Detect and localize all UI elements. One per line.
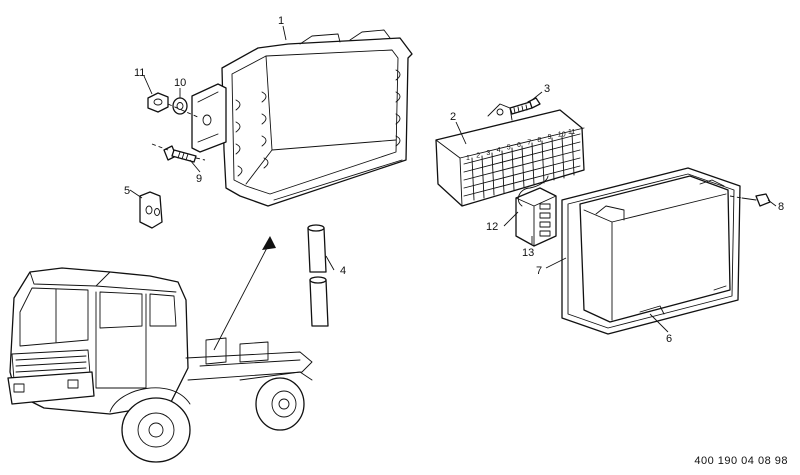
connector-pin-number: 3 xyxy=(486,150,490,157)
callout-3: 3 xyxy=(544,83,550,95)
screw-right xyxy=(741,193,771,207)
module-wire xyxy=(517,175,549,207)
leader-lines xyxy=(129,25,777,333)
assembly-line-screw-right xyxy=(729,195,743,199)
gasket xyxy=(561,167,741,335)
tube-lower xyxy=(309,276,329,327)
connector-block xyxy=(435,103,585,207)
bolt xyxy=(163,145,197,163)
callout-1: 1 xyxy=(278,15,284,27)
location-arrow-head xyxy=(262,236,276,250)
connector-pin-number: 1 xyxy=(466,155,470,162)
connector-pin-number: 5 xyxy=(507,145,511,152)
assembly-line-bolt xyxy=(151,143,169,151)
callout-4: 4 xyxy=(340,265,346,277)
connector-pin-number: 10 xyxy=(558,132,566,139)
housing-box xyxy=(191,29,413,207)
callout-5: 5 xyxy=(124,185,130,197)
connector-pin-number: 2 xyxy=(476,152,480,159)
washer xyxy=(172,97,188,115)
callout-2: 2 xyxy=(450,111,456,123)
connector-pin-number: 9 xyxy=(548,134,552,141)
small-module xyxy=(515,187,557,247)
location-arrow-line xyxy=(213,241,271,351)
connector-pin-number: 6 xyxy=(517,142,521,149)
tube-upper xyxy=(307,224,327,273)
callout-9: 9 xyxy=(196,173,202,185)
callout-12: 12 xyxy=(486,221,498,233)
callout-6: 6 xyxy=(666,333,672,345)
callout-11: 11 xyxy=(134,67,145,79)
cover xyxy=(579,175,731,323)
grommet xyxy=(139,191,163,229)
callout-8: 8 xyxy=(778,201,784,213)
nut xyxy=(147,92,169,113)
screw xyxy=(509,97,541,115)
truck-illustration xyxy=(7,267,313,463)
connector-pin-number: 8 xyxy=(537,137,541,144)
callout-10: 10 xyxy=(174,77,186,89)
callout-13: 13 xyxy=(522,247,534,259)
callout-7: 7 xyxy=(536,265,542,277)
assembly-line-nut xyxy=(167,103,201,119)
connector-pin-number: 11 xyxy=(568,129,575,136)
connector-pin-number: 4 xyxy=(497,147,501,154)
assembly-line-bolt-2 xyxy=(195,157,206,161)
connector-pin-number: 7 xyxy=(527,139,531,146)
reference-number: 400 190 04 08 98 xyxy=(694,455,788,467)
callout-numbers: 1 2 3 4 5 6 7 8 9 10 11 12 13 xyxy=(124,15,784,345)
